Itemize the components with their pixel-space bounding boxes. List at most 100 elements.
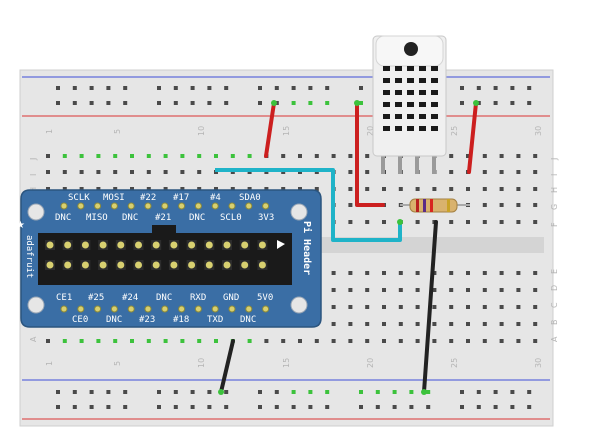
breakout-pad-bottom [228, 305, 236, 313]
breadboard-hole [533, 220, 538, 224]
wire-end-6 [397, 219, 403, 225]
breadboard-hole [314, 187, 319, 191]
breakout-pad-top [262, 202, 270, 210]
sensor-vent [383, 66, 390, 71]
breadboard-hole [415, 305, 420, 309]
sensor-vent [407, 114, 414, 119]
breadboard-hole [348, 339, 353, 343]
temperature-humidity-sensor [372, 35, 447, 174]
rail-hole [493, 86, 498, 90]
label-miso: MISO [86, 213, 108, 223]
breadboard-hole [146, 170, 151, 174]
sensor-grille [383, 66, 438, 131]
breakout-pad-bottom [127, 305, 135, 313]
sensor-vent [419, 114, 426, 119]
label-3v3: 3V3 [258, 213, 274, 223]
rail-hole [157, 101, 161, 105]
label-dnc-1: DNC [55, 213, 71, 223]
label-rxd: RXD [190, 293, 206, 303]
rail-hole [510, 390, 515, 394]
breakout-pad-bottom [262, 305, 270, 313]
breadboard-hole [197, 187, 202, 191]
breadboard-hole [214, 154, 218, 158]
rail-hole [510, 405, 515, 409]
header-pin [46, 241, 54, 249]
rail-hole [106, 86, 111, 90]
breadboard-hole [365, 322, 370, 326]
breadboard-hole [398, 305, 403, 309]
rail-hole [375, 405, 380, 409]
breadboard-hole [130, 170, 134, 174]
breadboard-hole [298, 154, 302, 158]
rail-hole [190, 390, 195, 394]
resistor-body [409, 198, 458, 213]
breadboard-hole [314, 339, 319, 343]
row-letter-d-r: D [550, 285, 559, 291]
rail-hole [157, 405, 161, 409]
cobbler-header-key [152, 225, 176, 235]
breadboard-hole [79, 170, 84, 174]
label-dnc-3: DNC [189, 213, 205, 223]
row-letter-f-r: F [550, 222, 559, 227]
rail-hole [527, 405, 532, 409]
breadboard-hole [533, 271, 538, 275]
rail-hole [224, 86, 229, 90]
col-num-1: 1 [45, 129, 54, 134]
breadboard-hole [146, 154, 151, 158]
rail-hole [527, 390, 532, 394]
row-letter-h-r: H [550, 187, 559, 193]
header-pin [152, 261, 160, 269]
breadboard-hole [499, 154, 504, 158]
breadboard-hole [449, 220, 454, 224]
breadboard-hole [432, 288, 437, 292]
rail-hole [173, 86, 178, 90]
breakout-pad-bottom [110, 305, 118, 313]
sensor-vent [395, 102, 402, 107]
sensor-vent [383, 90, 390, 95]
breadboard-hole [449, 339, 454, 343]
sensor-vent [383, 114, 390, 119]
label-gpio25: #25 [88, 293, 104, 303]
rail-hole [89, 405, 94, 409]
breadboard-hole [180, 170, 185, 174]
breadboard-hole [432, 305, 437, 309]
resistor-band-1 [416, 199, 419, 212]
rail-hole [56, 390, 60, 394]
rail-hole [291, 101, 296, 105]
header-pin [205, 241, 213, 249]
label-dnc-6: DNC [240, 315, 256, 325]
rail-hole [106, 390, 111, 394]
breadboard-hole [365, 170, 370, 174]
breadboard-hole [365, 187, 370, 191]
header-pin [135, 261, 142, 269]
rail-hole [224, 405, 229, 409]
breadboard-hole [432, 339, 437, 343]
breadboard-hole [365, 271, 370, 275]
breadboard-hole [365, 288, 370, 292]
breadboard-hole [180, 339, 185, 343]
breadboard-hole [533, 305, 538, 309]
rail-hole [493, 390, 498, 394]
breadboard-hole [482, 154, 487, 158]
breadboard-hole [449, 305, 454, 309]
rail-hole [308, 101, 313, 105]
row-letter-g-r: G [550, 204, 559, 210]
rail-hole [106, 405, 111, 409]
rail-hole [207, 101, 212, 105]
breadboard-hole [113, 170, 118, 174]
rail-hole [476, 390, 481, 394]
resistor-band-3 [430, 199, 433, 212]
cobbler-title: Pi Header [301, 221, 313, 275]
header-pin [241, 241, 249, 249]
breadboard-hole [348, 187, 353, 191]
rail-hole [274, 390, 279, 394]
sensor-vent [407, 102, 414, 107]
breadboard-hole [79, 187, 84, 191]
breadboard-hole [281, 154, 286, 158]
col-num-10-b: 10 [197, 358, 206, 368]
rail-hole [258, 86, 262, 90]
rail-hole [89, 86, 94, 90]
rail-hole [56, 405, 60, 409]
breadboard-hole [533, 339, 538, 343]
